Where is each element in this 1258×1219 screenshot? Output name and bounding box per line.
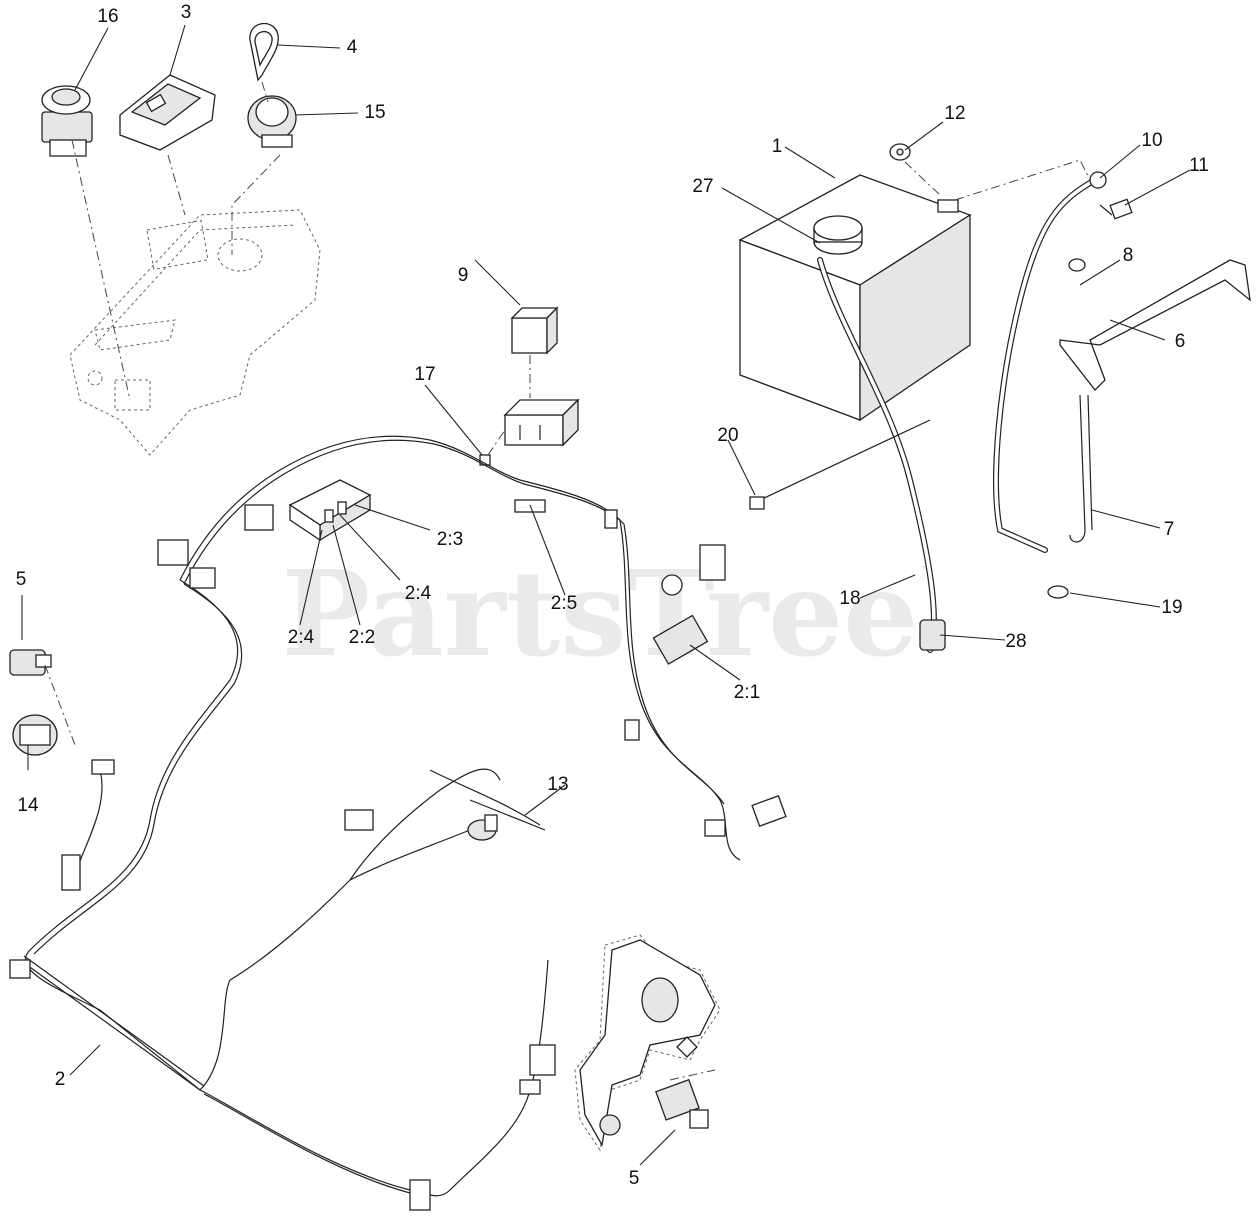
- harness-connector-lower-right[interactable]: [704, 795, 787, 837]
- callout-14: 14: [17, 795, 39, 816]
- key-part[interactable]: [249, 22, 279, 82]
- callout-13: 13: [547, 774, 568, 795]
- callout-2-4-right: 2:4: [405, 583, 432, 604]
- switch-part-5-top[interactable]: [9, 649, 52, 676]
- assembly-line-16: [71, 139, 131, 401]
- battery-cable-part[interactable]: [817, 257, 937, 653]
- callout-10: 10: [1141, 130, 1162, 151]
- callout-8: 8: [1123, 245, 1134, 266]
- hour-meter-part[interactable]: [119, 74, 216, 151]
- callout-2-1: 2:1: [734, 682, 760, 703]
- assembly-line-4: [261, 81, 269, 103]
- relay-part[interactable]: [510, 306, 559, 355]
- assembly-line-17: [487, 429, 506, 456]
- callout-9: 9: [458, 265, 469, 286]
- pedal-bracket: [574, 934, 721, 1152]
- callout-labels: 16 3 4 15 1 27 12 10 11 8 6 7 19 28 18 2…: [16, 2, 1209, 1189]
- callout-11: 11: [1189, 155, 1209, 176]
- callout-19: 19: [1161, 597, 1182, 618]
- ignition-switch-part[interactable]: [247, 95, 297, 148]
- callout-12: 12: [944, 103, 965, 124]
- assembly-line-15: [231, 154, 281, 255]
- assembly-line-5a: [44, 664, 76, 746]
- callout-6: 6: [1175, 331, 1186, 352]
- hold-down-rod-part[interactable]: [1069, 394, 1093, 543]
- callout-16: 16: [97, 6, 118, 27]
- control-panel: [69, 209, 321, 456]
- fuse-block-connector[interactable]: [288, 479, 372, 542]
- assembly-line-5b: [669, 1069, 716, 1081]
- battery-part[interactable]: [738, 174, 972, 422]
- callout-20: 20: [717, 425, 738, 446]
- assembly-line-12: [904, 161, 941, 196]
- leader-lines: [21, 24, 1191, 1166]
- callout-17: 17: [414, 364, 435, 385]
- harness-connector-middle[interactable]: [344, 809, 498, 841]
- callout-3: 3: [181, 2, 192, 23]
- bolt-part[interactable]: [1099, 198, 1133, 220]
- nut-part[interactable]: [889, 143, 911, 161]
- washer-part[interactable]: [1047, 585, 1069, 599]
- callout-27: 27: [692, 176, 713, 197]
- switch-part-14[interactable]: [12, 714, 58, 756]
- harness-end-connectors[interactable]: [9, 499, 640, 1211]
- relay-holder-part[interactable]: [503, 398, 580, 447]
- callout-2-5: 2:5: [551, 593, 577, 614]
- callout-28: 28: [1005, 631, 1026, 652]
- push-switch-part[interactable]: [41, 85, 93, 157]
- cable-tie-20-part[interactable]: [749, 419, 931, 510]
- callout-5-bottom: 5: [629, 1168, 640, 1189]
- bracket-part[interactable]: [1059, 259, 1251, 391]
- harness-plug-left[interactable]: [157, 504, 274, 589]
- callout-2: 2: [55, 1069, 66, 1090]
- harness-connector-left[interactable]: [61, 759, 115, 891]
- harness-connector-2-1[interactable]: [652, 544, 726, 665]
- callout-4: 4: [347, 37, 358, 58]
- watermark-text: PartsTree: [282, 544, 919, 683]
- ground-cable-part[interactable]: [993, 171, 1107, 553]
- wing-nut-part[interactable]: [1068, 258, 1086, 272]
- callout-7: 7: [1164, 519, 1175, 540]
- assembly-line-3: [167, 154, 186, 216]
- callout-1: 1: [772, 136, 783, 157]
- callout-15: 15: [364, 102, 385, 123]
- wire-harness-part[interactable]: [19, 435, 741, 1197]
- assembly-line-10: [954, 159, 1091, 201]
- callout-2-2: 2:2: [349, 627, 375, 648]
- switch-part-5-bottom[interactable]: [655, 1078, 709, 1129]
- callout-2-4-left: 2:4: [288, 627, 315, 648]
- callout-18: 18: [839, 588, 860, 609]
- terminal-cover-part[interactable]: [813, 215, 863, 255]
- cable-tie-part[interactable]: [469, 799, 546, 831]
- callout-5-top: 5: [16, 569, 27, 590]
- callout-2-3: 2:3: [437, 529, 463, 550]
